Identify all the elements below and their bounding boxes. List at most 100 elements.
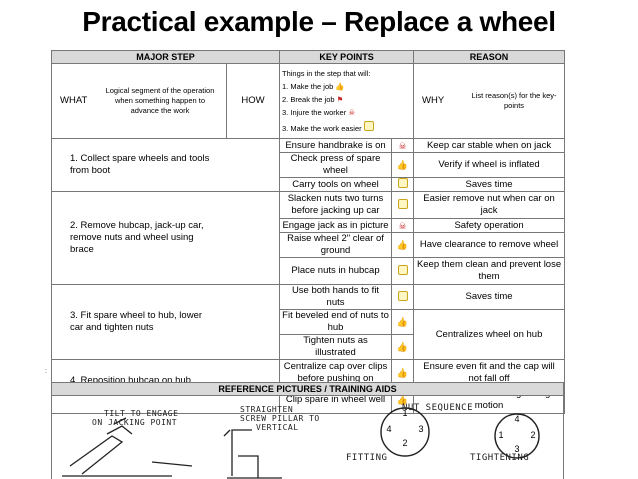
header-reason: REASON	[413, 50, 566, 64]
thumbs-up-icon: 👍	[335, 81, 345, 91]
reason-cell: Easier remove nut when car on jack	[413, 191, 566, 219]
icon-cell: 👍	[391, 232, 415, 258]
sketch-label: FITTING	[346, 453, 388, 463]
legend-what-desc: Logical segment of the operation when so…	[105, 86, 215, 115]
key-point-cell: Use both hands to fit nuts	[279, 284, 393, 310]
step-row: 2. Remove hubcap, jack-up car, remove nu…	[50, 191, 566, 285]
legend-how-item: 3. Make the work easier	[282, 123, 362, 133]
header-major-step: MAJOR STEP	[50, 50, 281, 64]
sketch-label: NUT SEQUENCE	[402, 403, 474, 413]
hand-icon	[363, 120, 374, 131]
key-point-cell: Engage jack as in picture	[279, 218, 393, 233]
tightening-sketch	[494, 413, 540, 459]
sketch-label: SCREW PILLAR TO	[240, 414, 320, 423]
reason-cell: Have clearance to remove wheel	[413, 232, 566, 258]
sketch-label: TIGHTENING	[470, 453, 530, 463]
legend-what: WHAT	[60, 95, 88, 106]
reason-cell: Keep them clean and prevent lose them	[413, 257, 566, 285]
icon-cell	[391, 257, 415, 285]
key-point-cell: Check press of spare wheel	[279, 152, 393, 178]
reason-cell: Saves time	[413, 177, 566, 192]
step-row: Tighten nuts as illustrated👍	[52, 334, 565, 360]
reason-cell: Saves time	[413, 284, 566, 310]
skull-crossbones-icon: ☠	[398, 220, 407, 231]
fitting-sketch	[380, 407, 430, 457]
sketch-label: VERTICAL	[256, 423, 299, 432]
nut-number: 4	[514, 414, 519, 424]
icon-cell: 👍	[391, 359, 415, 387]
no-entry-icon: ⚑	[336, 94, 344, 104]
reference-section: REFERENCE PICTURES / TRAINING AIDS 1 4 3…	[51, 382, 564, 479]
hand-icon	[397, 198, 408, 209]
legend-how-item: 3. Injure the worker	[282, 107, 347, 117]
icon-cell	[391, 177, 415, 192]
key-point-cell: Ensure handbrake is on	[279, 138, 393, 153]
sketch-label: ON JACKING POINT	[92, 418, 178, 427]
reason-cell: Verify if wheel is inflated	[413, 152, 566, 178]
major-step-label: 3. Fit spare wheel to hub, lower car and…	[70, 310, 203, 333]
step-row: Raise wheel 2" clear of ground👍 Have clea…	[52, 232, 566, 258]
thumbs-up-icon: 👍	[396, 317, 409, 327]
key-point-cell: Slacken nuts two turns before jacking up…	[279, 191, 393, 219]
icon-cell	[391, 284, 415, 310]
legend-row: WHAT Logical segment of the operation wh…	[51, 63, 566, 139]
major-step-cell: 3. Fit spare wheel to hub, lower car and…	[50, 284, 281, 360]
header-key-points: KEY POINTS	[279, 50, 415, 64]
hand-icon	[397, 178, 408, 188]
job-breakdown-table: MAJOR STEP KEY POINTS REASON WHAT Logica…	[50, 50, 566, 414]
nut-number: 4	[386, 424, 391, 434]
icon-cell: 👍	[391, 334, 415, 360]
legend-how-item: 2. Break the job	[282, 94, 335, 104]
thumbs-up-icon: 👍	[396, 395, 409, 405]
skull-crossbones-icon: ☠	[348, 107, 356, 117]
key-point-cell: Place nuts in hubcap	[279, 257, 393, 285]
major-step-cell: 2. Remove hubcap, jack-up car, remove nu…	[50, 191, 281, 285]
nut-number: 3	[514, 444, 519, 454]
icon-cell: 👍	[391, 152, 415, 178]
legend-how-item: 1. Make the job	[282, 81, 334, 91]
step-row: Engage jack as in picture ☠ Safety operati…	[52, 218, 566, 233]
major-step-label: 2. Remove hubcap, jack-up car, remove nu…	[70, 220, 204, 255]
nut-number: 1	[402, 408, 407, 418]
header-row: MAJOR STEP KEY POINTS REASON	[50, 50, 566, 64]
key-point-cell: Tighten nuts as illustrated	[279, 334, 393, 360]
jack-sketch	[62, 417, 193, 477]
sketch-label: TILT TO ENGAGE	[104, 409, 179, 418]
legend-how-cell: Things in the step that will: 1. Make th…	[279, 63, 415, 139]
pillar-sketch	[223, 429, 282, 479]
legend-what-cell: WHAT Logical segment of the operation wh…	[51, 63, 227, 139]
step-row: Place nuts in hubcap Keep them clean and …	[52, 257, 566, 285]
key-point-cell: Raise wheel 2" clear of ground	[279, 232, 393, 258]
step-row: Fit beveled end of nuts to hub👍 Centraliz…	[52, 309, 566, 360]
key-point-cell: Fit beveled end of nuts to hub	[279, 309, 393, 335]
icon-cell: ☠	[391, 218, 415, 233]
sketch-label: STRAIGHTEN	[240, 405, 294, 414]
key-point-cell: Carry tools on wheel	[279, 177, 393, 192]
icon-cell	[391, 191, 415, 219]
legend-why-desc: List reason(s) for the key-points	[471, 91, 557, 110]
thumbs-up-icon: 👍	[396, 240, 409, 250]
major-step-cell: 1. Collect spare wheels and tools from b…	[50, 138, 281, 192]
nut-number: 2	[530, 430, 535, 440]
thumbs-up-icon: 👍	[396, 342, 409, 352]
skull-crossbones-icon: ☠	[398, 140, 407, 151]
nut-number: 1	[498, 430, 503, 440]
thumbs-up-icon: 👍	[396, 160, 409, 170]
hand-icon	[397, 264, 408, 275]
stray-mark: :	[45, 368, 47, 375]
page-title: Practical example – Replace a wheel	[82, 6, 556, 37]
icon-cell: 👍	[391, 309, 415, 335]
reference-header: REFERENCE PICTURES / TRAINING AIDS	[52, 383, 563, 396]
step-row: 3. Fit spare wheel to hub, lower car and…	[50, 284, 566, 360]
nut-number: 2	[402, 438, 407, 448]
step-row: Check press of spare wheel👍 Verify if whe…	[52, 152, 566, 178]
legend-why-cell: WHY List reason(s) for the key-points	[413, 63, 566, 139]
major-step-label: 1. Collect spare wheels and tools from b…	[70, 153, 210, 176]
reason-cell: Keep car stable when on jack	[413, 138, 566, 153]
thumbs-up-icon: 👍	[396, 368, 409, 378]
legend-how-intro: Things in the step that will:	[282, 68, 371, 78]
reason-cell: Safety operation	[413, 218, 566, 233]
reason-cell: Centralizes wheel on hub	[413, 309, 566, 360]
legend-why: WHY	[422, 95, 445, 106]
legend-how: HOW	[225, 63, 281, 139]
